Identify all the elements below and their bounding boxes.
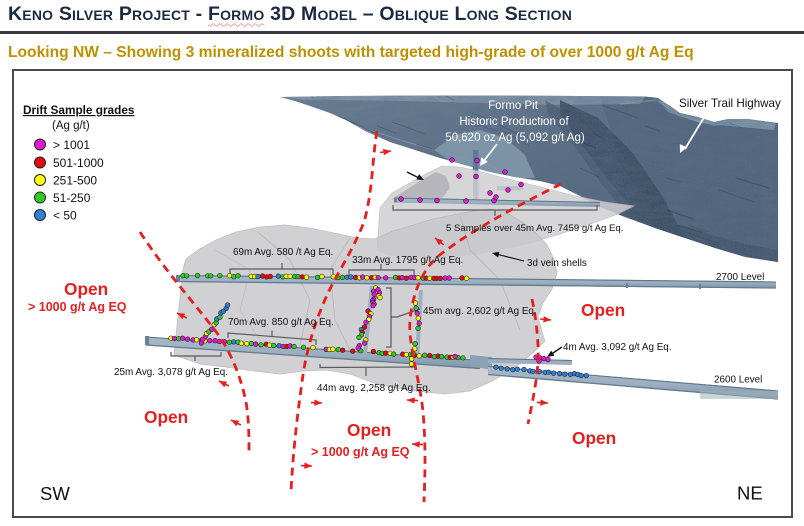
svg-text:2600 Level: 2600 Level — [714, 375, 762, 386]
svg-text:Open: Open — [64, 279, 108, 299]
svg-text:Silver Trail Highway: Silver Trail Highway — [679, 97, 781, 110]
svg-text:Drift Sample grades: Drift Sample grades — [23, 103, 135, 117]
svg-text:Open: Open — [144, 407, 188, 427]
svg-text:5 Samples over 45m Avg. 7459 g: 5 Samples over 45m Avg. 7459 g/t Ag Eq. — [446, 223, 623, 234]
svg-text:501-1000: 501-1000 — [53, 156, 104, 170]
svg-text:2700 Level: 2700 Level — [716, 272, 764, 283]
svg-text:> 1001: > 1001 — [53, 138, 90, 152]
svg-text:> 1000 g/t Ag EQ: > 1000 g/t Ag EQ — [311, 445, 410, 459]
svg-text:Historic Production of: Historic Production of — [459, 116, 569, 128]
svg-text:SW: SW — [40, 483, 70, 504]
svg-text:69m Avg. 580 /t Ag Eq.: 69m Avg. 580 /t Ag Eq. — [233, 247, 333, 258]
svg-text:> 1000 g/t Ag EQ: > 1000 g/t Ag EQ — [28, 300, 127, 314]
svg-text:70m Avg. 850 g/t Ag Eq.: 70m Avg. 850 g/t Ag Eq. — [228, 317, 334, 328]
svg-text:< 50: < 50 — [53, 209, 77, 223]
svg-text:4m Avg. 3,092 g/t Ag Eq.: 4m Avg. 3,092 g/t Ag Eq. — [563, 342, 672, 353]
svg-text:45m avg. 2,602 g/t Ag Eq.: 45m avg. 2,602 g/t Ag Eq. — [423, 306, 537, 317]
svg-text:33m Avg. 1795 g/t Ag Eq.: 33m Avg. 1795 g/t Ag Eq. — [352, 255, 463, 266]
svg-text:NE: NE — [737, 483, 763, 504]
svg-text:50,620 oz Ag (5,092 g/t Ag): 50,620 oz Ag (5,092 g/t Ag) — [445, 132, 585, 144]
svg-text:251-500: 251-500 — [53, 174, 97, 188]
svg-text:51-250: 51-250 — [53, 191, 91, 205]
svg-text:Open: Open — [581, 300, 625, 320]
svg-text:25m Avg. 3,078 g/t Ag Eq.: 25m Avg. 3,078 g/t Ag Eq. — [114, 367, 228, 378]
svg-text:3d vein shells: 3d vein shells — [527, 258, 587, 269]
svg-text:Formo Pit: Formo Pit — [488, 100, 539, 112]
svg-text:(Ag g/t): (Ag g/t) — [52, 120, 90, 132]
svg-text:Open: Open — [347, 420, 391, 440]
svg-text:Open: Open — [572, 428, 616, 448]
svg-text:44m avg. 2,258 g/t Ag Eq.: 44m avg. 2,258 g/t Ag Eq. — [317, 383, 431, 394]
